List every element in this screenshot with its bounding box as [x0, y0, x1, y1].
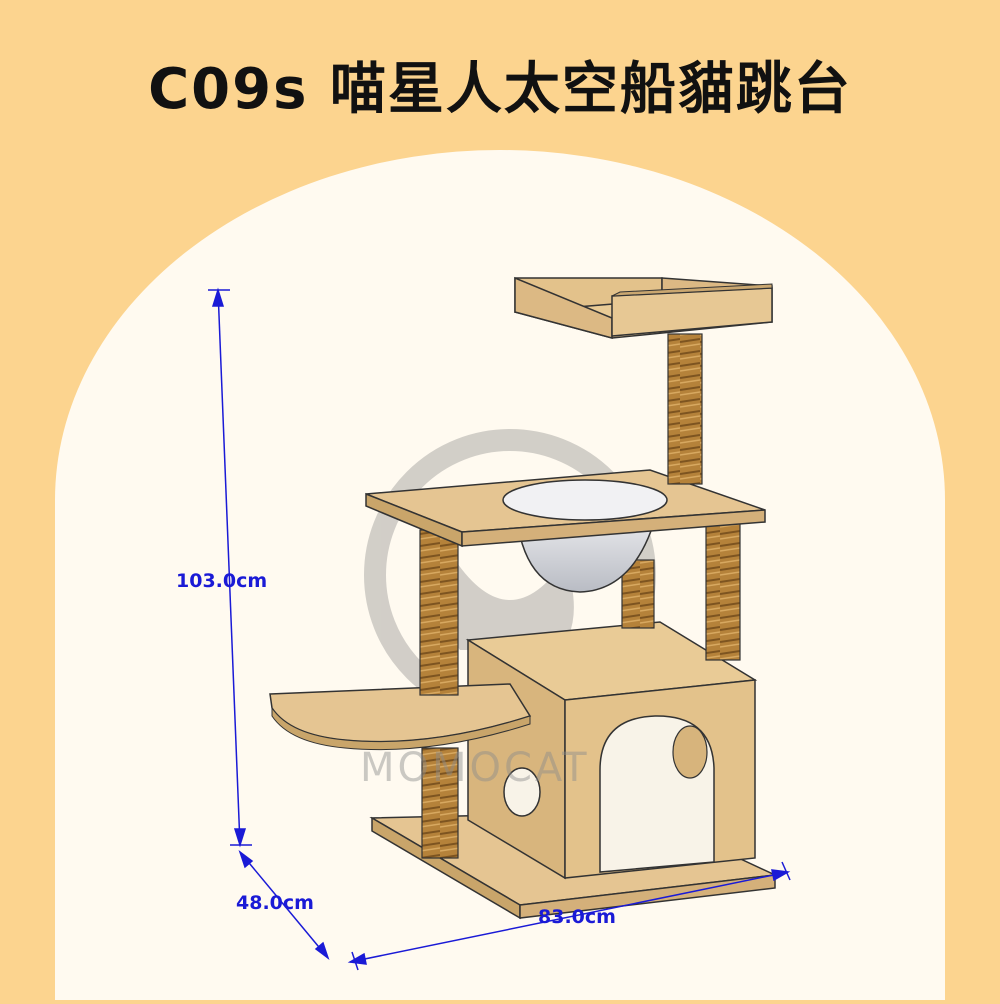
width-dimension-label: 83.0cm [538, 906, 616, 928]
top-post [667, 333, 703, 485]
rear-post-right [705, 509, 741, 661]
front-post-upper [419, 529, 459, 696]
page-title: C09s 喵星人太空船貓跳台 [148, 57, 852, 122]
front-post-lower [421, 747, 459, 859]
top-bed-left-wall [514, 276, 613, 339]
depth-dimension-label: 48.0cm [236, 892, 314, 914]
bowl-opening [502, 479, 668, 521]
watermark-text: MOMOCAT [360, 745, 590, 791]
dimension-lines [208, 287, 791, 971]
height-dimension-label: 103.0cm [176, 570, 268, 592]
condo-side-hole [503, 767, 541, 817]
